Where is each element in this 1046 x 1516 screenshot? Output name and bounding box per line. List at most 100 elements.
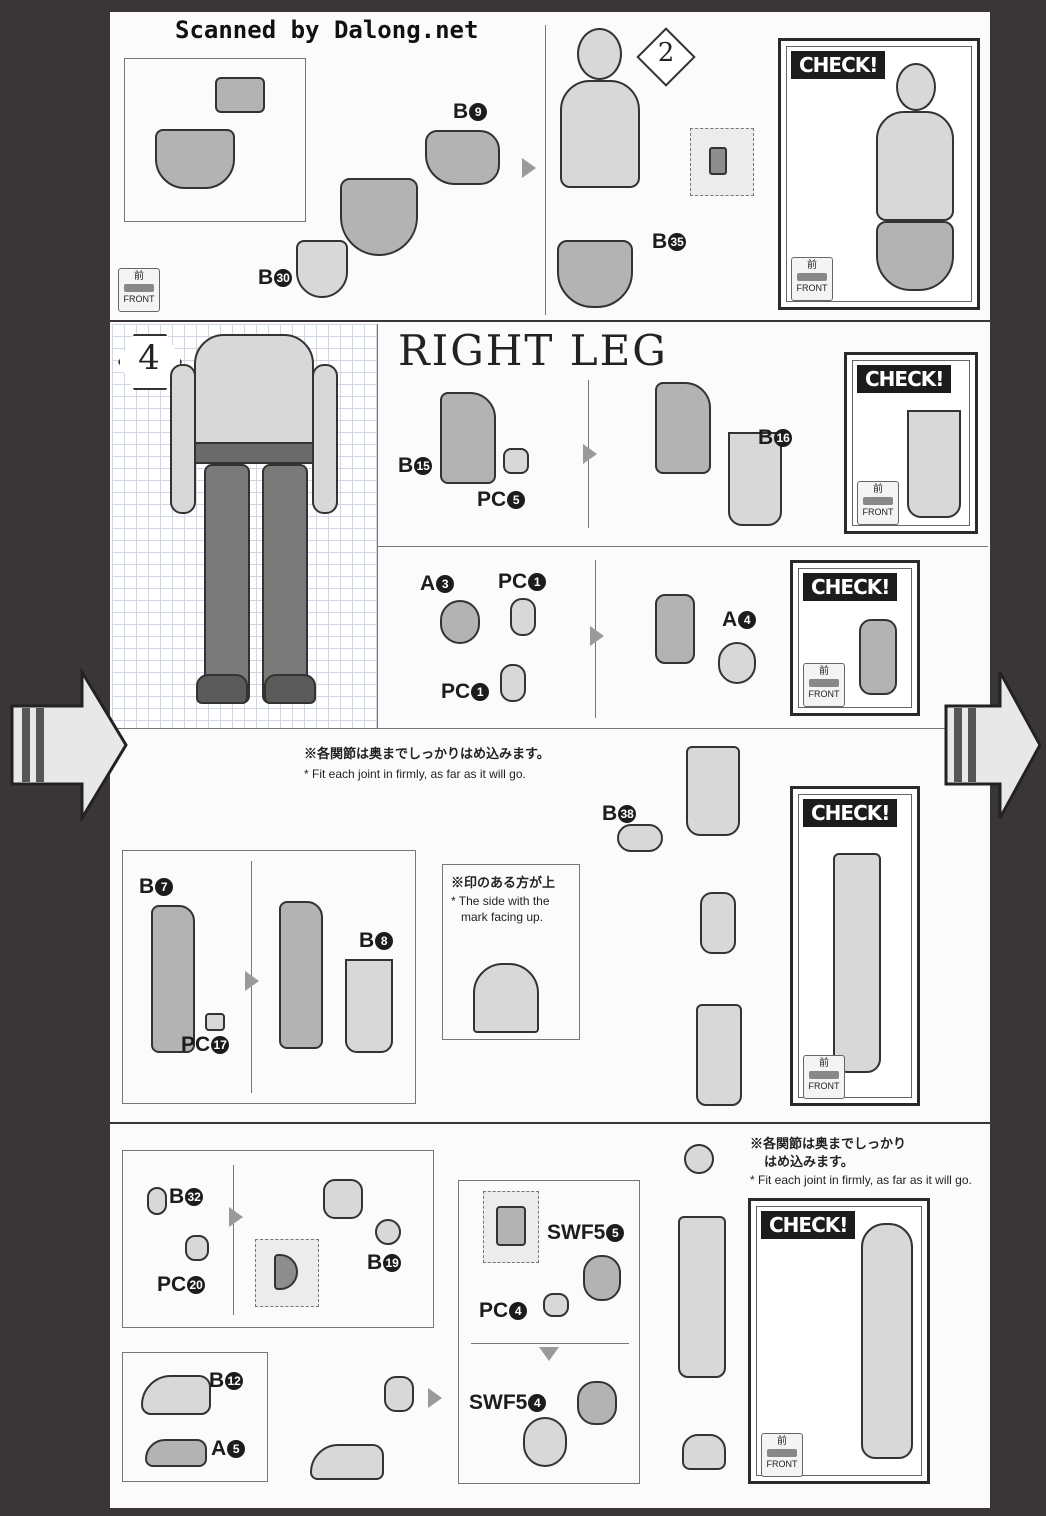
check-torso xyxy=(876,111,954,221)
reference-figure-grid: 4 xyxy=(112,324,377,728)
part-b15-assembled xyxy=(655,382,711,474)
mark-note-en-2: mark facing up. xyxy=(461,910,544,924)
page-arrow-left xyxy=(10,668,128,822)
arrow-next xyxy=(583,444,597,464)
part-swf5-4 xyxy=(577,1381,617,1425)
part-pc4 xyxy=(543,1293,569,1317)
figure-boot-left xyxy=(196,674,248,704)
figure-belt xyxy=(192,442,320,464)
small-part xyxy=(709,147,727,175)
small-part xyxy=(274,1254,298,1290)
part-sketch xyxy=(155,129,235,189)
part-b16 xyxy=(728,432,782,526)
part-b7-assembled xyxy=(279,901,323,1049)
part-ankle-joint xyxy=(384,1376,414,1412)
head xyxy=(577,28,622,80)
arrow-next xyxy=(590,626,604,646)
part-lower-leg xyxy=(696,1004,742,1106)
part-pc1-bottom xyxy=(500,664,526,702)
arrow-next xyxy=(245,971,259,991)
part-mark-detail xyxy=(473,963,539,1033)
check-leg xyxy=(833,853,881,1073)
joint-note-jp: ※各関節は奥までしっかりはめ込みます。 xyxy=(304,746,550,761)
part-ankle-assembly xyxy=(323,1179,363,1219)
part-swf5-5 xyxy=(583,1255,621,1301)
divider xyxy=(471,1343,629,1344)
divider xyxy=(377,546,988,547)
joint2-note-jp-2: はめ込みます。 xyxy=(764,1154,854,1169)
part-b9-piece xyxy=(425,130,500,185)
part-kneepad xyxy=(523,1417,567,1467)
figure-leg-left xyxy=(204,464,250,704)
mark-note-box: ※印のある方が上 * The side with the mark facing… xyxy=(442,864,580,1040)
arrow-down xyxy=(539,1347,559,1361)
arrow-next xyxy=(428,1388,442,1408)
torso-bust xyxy=(560,80,640,188)
mark-note-en-1: * The side with the xyxy=(451,894,550,908)
part-b8 xyxy=(345,959,393,1053)
check-thigh xyxy=(907,410,961,518)
figure-arm-left xyxy=(170,364,196,514)
mark-note-jp: ※印のある方が上 xyxy=(451,875,556,890)
hip-piece xyxy=(557,240,633,308)
arrow-next xyxy=(522,158,536,178)
figure-leg-right xyxy=(262,464,308,704)
dotted-detail xyxy=(690,128,754,196)
part-a5 xyxy=(145,1439,207,1467)
part-pc20 xyxy=(185,1235,209,1261)
check-label: CHECK! xyxy=(857,365,952,393)
check-hip xyxy=(876,221,954,291)
part-b7 xyxy=(151,905,195,1053)
part-b30-piece xyxy=(296,240,348,298)
figure-torso xyxy=(194,334,314,454)
divider xyxy=(545,25,546,315)
part-sketch xyxy=(215,77,265,113)
divider xyxy=(377,324,378,728)
part-b15 xyxy=(440,392,496,484)
check-label: CHECK! xyxy=(761,1211,856,1239)
part-knee-joint xyxy=(700,892,736,954)
part-pc1-top xyxy=(510,598,536,636)
part-b38 xyxy=(617,824,663,852)
figure-boot-right xyxy=(264,674,316,704)
part-knee xyxy=(655,594,695,664)
part-thigh-top xyxy=(686,746,740,836)
part-hip xyxy=(340,178,418,256)
dotted-detail xyxy=(255,1239,319,1307)
check-head xyxy=(896,63,936,111)
check-label: CHECK! xyxy=(803,799,898,827)
check-knee xyxy=(859,619,897,695)
detail-box-top-left xyxy=(124,58,306,222)
dotted-detail xyxy=(483,1191,539,1263)
section-title: RIGHT LEG xyxy=(398,326,668,375)
step-number-4-text: 4 xyxy=(138,338,160,378)
step-number-2-text: 2 xyxy=(657,38,675,68)
